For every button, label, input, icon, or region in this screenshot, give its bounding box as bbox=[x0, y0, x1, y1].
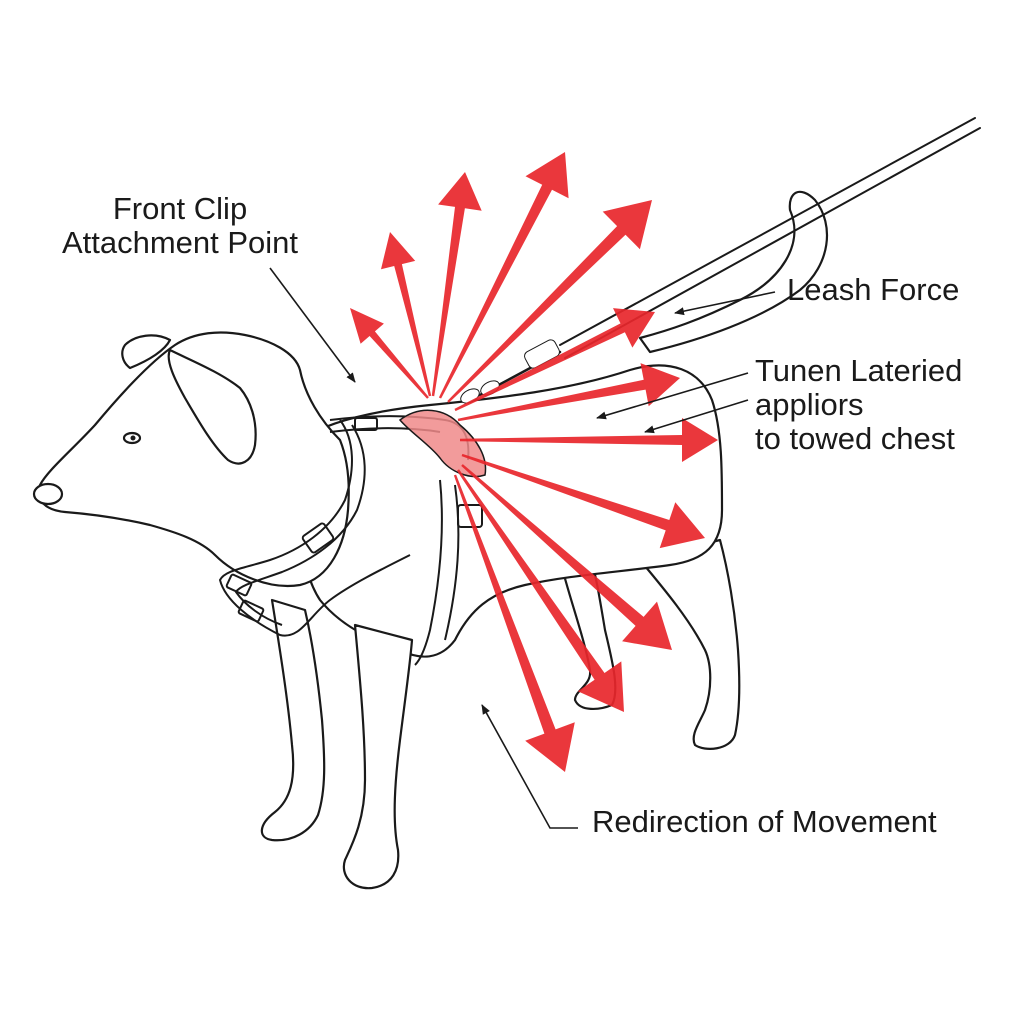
redirection-label: Redirection of Movement bbox=[592, 804, 937, 839]
red-force-arrow-icon bbox=[461, 464, 672, 650]
red-force-arrow-icon bbox=[457, 363, 680, 422]
dog-front-leg-near bbox=[260, 598, 326, 842]
harness-chest-strap bbox=[219, 419, 411, 637]
red-force-arrow-icon bbox=[460, 418, 718, 462]
leader-front-clip bbox=[269, 267, 356, 383]
lateral-label: Tunen Lateried appliors to towed chest bbox=[755, 354, 962, 456]
red-force-arrow-icon bbox=[381, 232, 432, 397]
dog-tail bbox=[638, 190, 829, 354]
dog-nose bbox=[32, 482, 64, 506]
red-force-arrow-icon bbox=[453, 474, 575, 772]
red-force-arrow-icon bbox=[438, 152, 569, 399]
front-clip-label: Front Clip Attachment Point bbox=[40, 192, 320, 260]
red-force-arrow-icon bbox=[350, 308, 429, 399]
red-force-arrow-icon bbox=[457, 469, 624, 712]
lateral-label-line2: appliors bbox=[755, 387, 864, 422]
harness-buckle-side-1 bbox=[225, 573, 253, 597]
harness-belly-strap bbox=[414, 479, 443, 666]
leader-lateral-1 bbox=[596, 372, 749, 420]
lateral-label-line3: to towed chest bbox=[755, 421, 955, 456]
force-arrows-group bbox=[350, 152, 718, 772]
front-clip-label-line1: Front Clip bbox=[112, 191, 248, 226]
red-force-arrow-icon bbox=[447, 200, 652, 403]
harness-buckle-chest bbox=[301, 522, 335, 554]
red-force-arrow-icon bbox=[461, 453, 705, 549]
leader-redirection bbox=[481, 704, 578, 829]
dog-back-leg-near bbox=[638, 538, 741, 750]
harness-buckle-belly bbox=[457, 504, 483, 528]
lateral-label-line1: Tunen Lateried bbox=[755, 353, 963, 388]
leash-force-label: Leash Force bbox=[787, 272, 960, 307]
leader-leash-force bbox=[674, 291, 776, 316]
dog-front-leg-far bbox=[342, 623, 414, 890]
dog-outline-icon bbox=[32, 190, 829, 890]
clip-highlight bbox=[398, 409, 487, 478]
harness-buckle-side-2 bbox=[237, 599, 265, 623]
leader-lines bbox=[269, 267, 776, 829]
front-clip-label-line2: Attachment Point bbox=[61, 225, 299, 260]
dog-ear-tip bbox=[121, 334, 172, 370]
leader-lateral-2 bbox=[644, 399, 749, 434]
red-force-arrow-icon bbox=[454, 308, 655, 412]
dog-ear bbox=[167, 348, 257, 465]
red-force-arrow-icon bbox=[431, 172, 482, 397]
harness-buckle-back bbox=[354, 417, 378, 431]
